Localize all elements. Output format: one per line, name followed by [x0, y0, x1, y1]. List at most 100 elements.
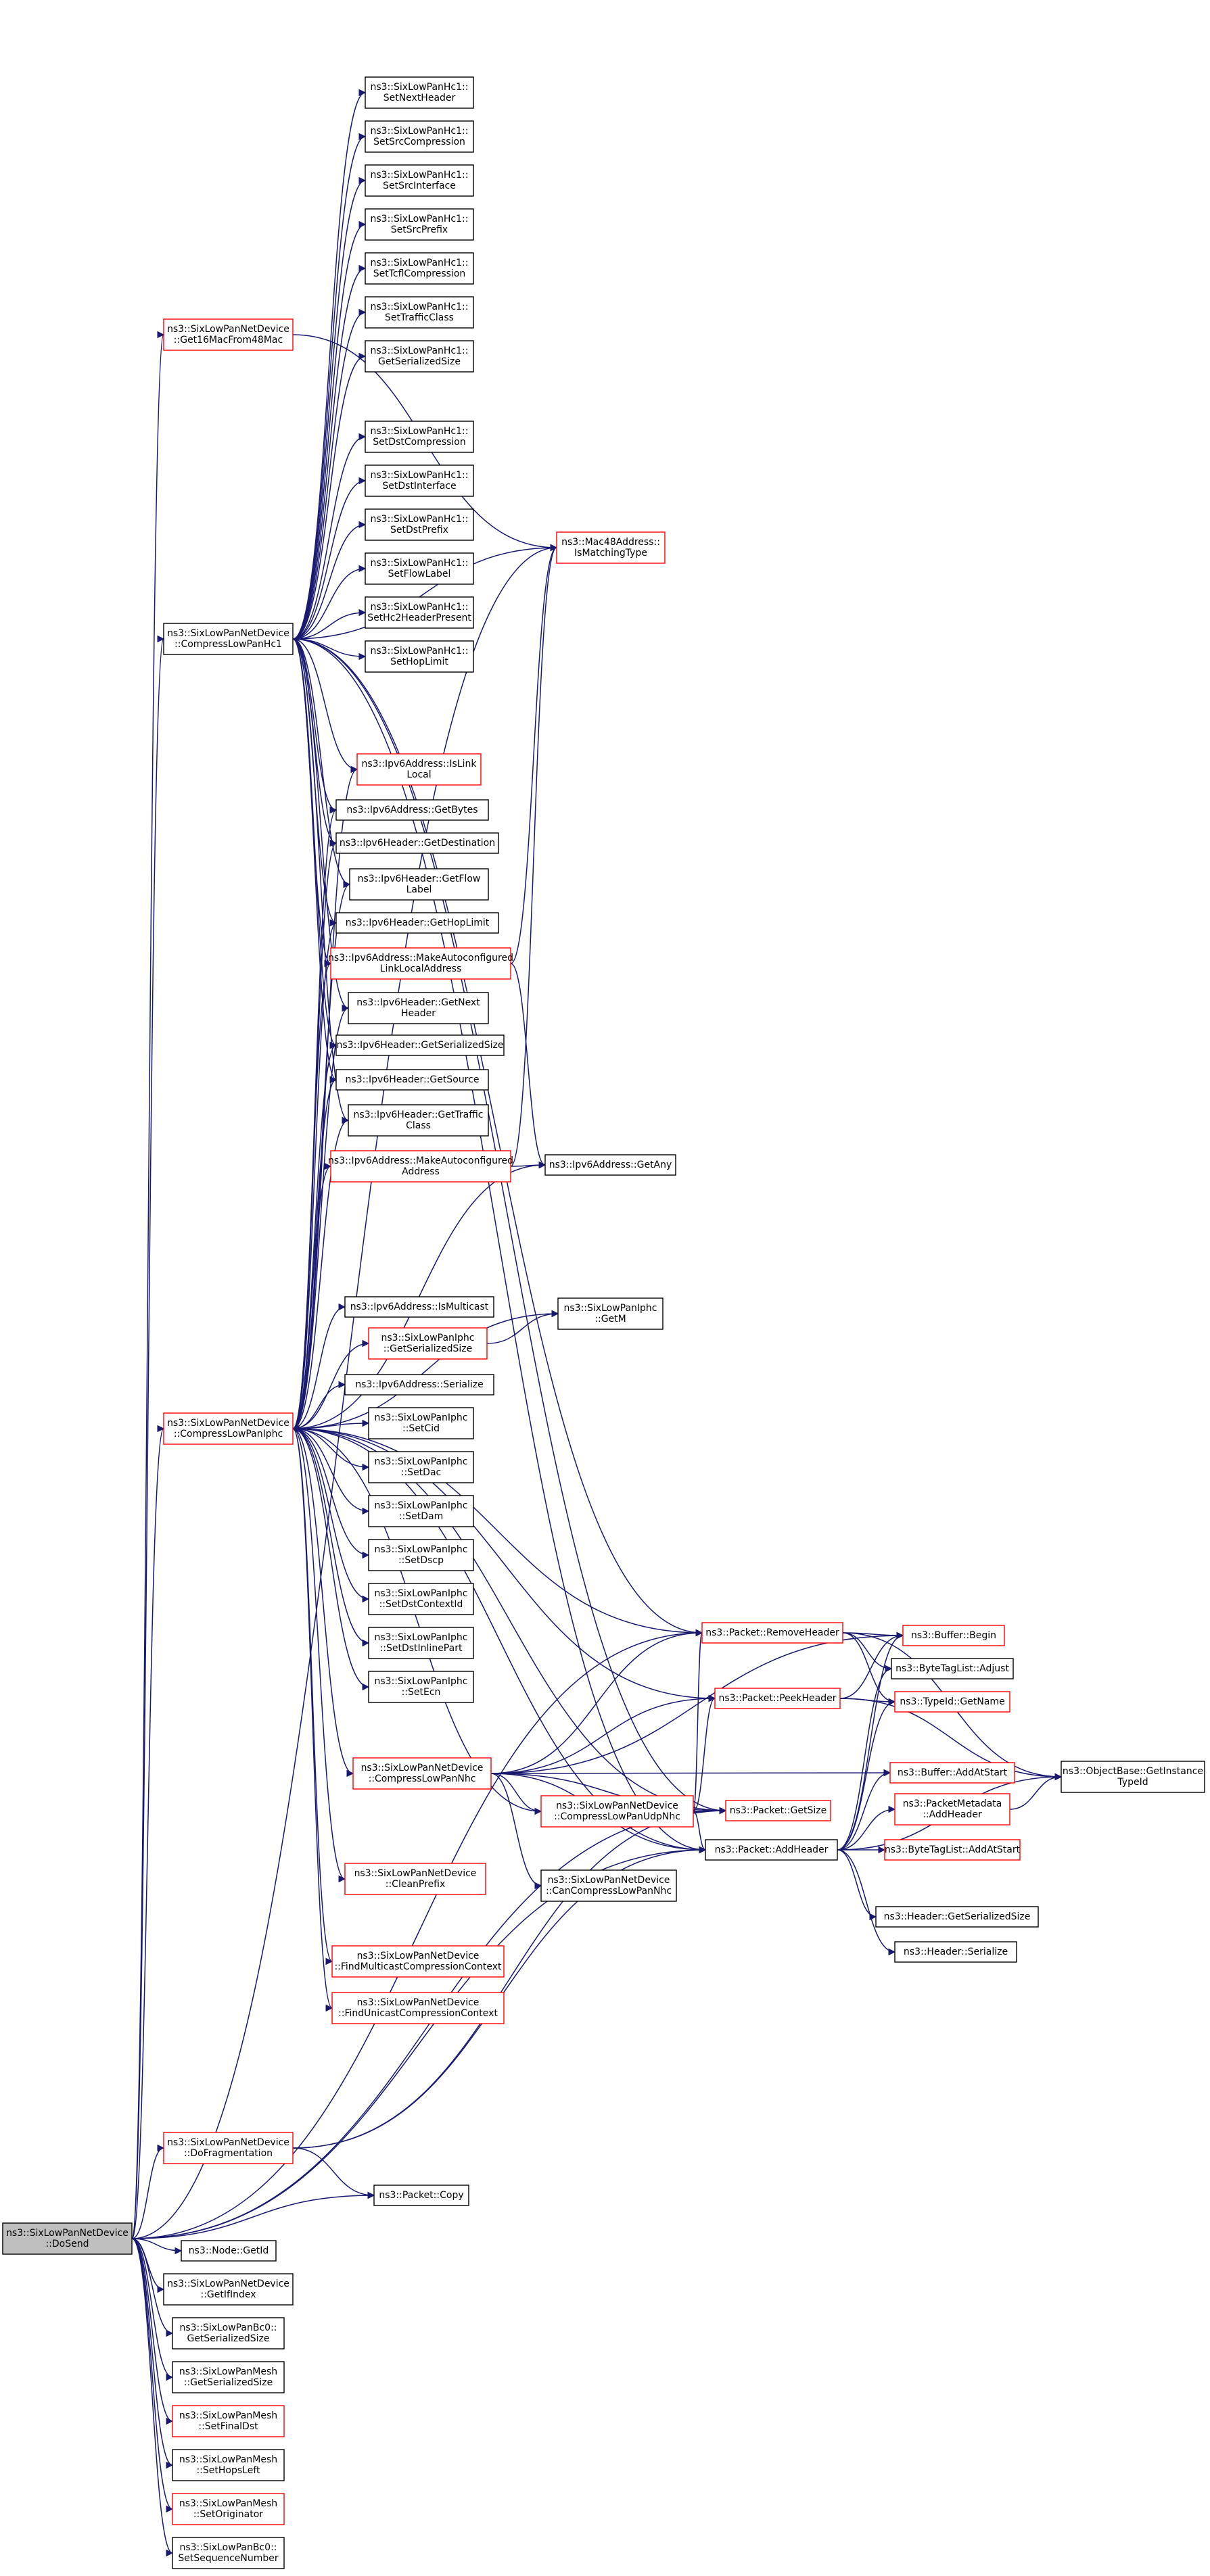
node-label: ns3::Ipv6Header::GetTraffic	[354, 1110, 484, 1120]
node-hc1-settcfl[interactable]: ns3::SixLowPanHc1::SetTcflCompression	[365, 252, 474, 285]
node-hc1-setsrcif[interactable]: ns3::SixLowPanHc1::SetSrcInterface	[365, 164, 474, 197]
node-ip6-serialize[interactable]: ns3::Ipv6Address::Serialize	[344, 1374, 494, 1396]
node-iphc-setdam[interactable]: ns3::SixLowPanIphc::SetDam	[368, 1495, 474, 1527]
node-mesh-getser[interactable]: ns3::SixLowPanMesh::GetSerializedSize	[172, 2361, 285, 2393]
node-pkt-remove[interactable]: ns3::Packet::RemoveHeader	[701, 1622, 843, 1644]
node-hdr-getser[interactable]: ns3::Header::GetSerializedSize	[875, 1906, 1039, 1928]
node-box	[368, 1327, 488, 1360]
node-iphc-setdscp[interactable]: ns3::SixLowPanIphc::SetDscp	[368, 1539, 474, 1571]
node-label: SetSrcCompression	[373, 137, 465, 147]
call-edge-compiphc-iphc_setdscp	[292, 1428, 369, 1556]
node-box	[540, 1869, 677, 1902]
node-iphc-getser[interactable]: ns3::SixLowPanIphc::GetSerializedSize	[368, 1327, 488, 1360]
node-ip6h-getser[interactable]: ns3::Ipv6Header::GetSerializedSize	[335, 1034, 505, 1056]
node-compnhc[interactable]: ns3::SixLowPanNetDevice::CompressLowPanN…	[352, 1757, 492, 1790]
node-box	[172, 2361, 285, 2393]
node-ip6-mkll[interactable]: ns3::Ipv6Address::MakeAutoconfiguredLink…	[328, 947, 513, 980]
node-pkt-copy[interactable]: ns3::Packet::Copy	[373, 2185, 469, 2206]
call-edge-comphc1-hc1_getser	[292, 356, 366, 640]
node-ip6h-gethop[interactable]: ns3::Ipv6Header::GetHopLimit	[335, 912, 499, 934]
node-iphc-setecn[interactable]: ns3::SixLowPanIphc::SetEcn	[368, 1671, 474, 1703]
node-box	[331, 1992, 505, 2024]
node-mesh-setorig[interactable]: ns3::SixLowPanMesh::SetOriginator	[172, 2493, 285, 2525]
node-hc1-setnext[interactable]: ns3::SixLowPanHc1::SetNextHeader	[365, 76, 474, 109]
call-edge-dofrag-pkt_getsize	[292, 1810, 726, 2149]
node-cancomp[interactable]: ns3::SixLowPanNetDevice::CanCompressLowP…	[540, 1869, 677, 1902]
node-btl-adjust[interactable]: ns3::ByteTagList::Adjust	[891, 1658, 1014, 1679]
node-box	[163, 623, 294, 655]
call-edge-comphc1-hc1_setsrccomp	[292, 136, 366, 640]
node-hc1-sethop[interactable]: ns3::SixLowPanHc1::SetHopLimit	[365, 640, 474, 673]
node-iphc-setcid[interactable]: ns3::SixLowPanIphc::SetCid	[368, 1407, 474, 1439]
node-mac48[interactable]: ns3::Mac48Address::IsMatchingType	[556, 531, 666, 564]
node-bc0-setseq[interactable]: ns3::SixLowPanBc0::SetSequenceNumber	[172, 2537, 285, 2569]
node-bc0-getser[interactable]: ns3::SixLowPanBc0::GetSerializedSize	[172, 2317, 285, 2350]
call-edge-dosend-pkt_remove	[131, 1632, 703, 2239]
node-typeid-name[interactable]: ns3::TypeId::GetName	[894, 1691, 1010, 1713]
node-comphc1[interactable]: ns3::SixLowPanNetDevice::CompressLowPanH…	[163, 623, 294, 655]
node-hc1-setdstif[interactable]: ns3::SixLowPanHc1::SetDstInterface	[365, 464, 474, 497]
arrowhead-icon	[324, 1162, 332, 1170]
node-ip6h-getsrc[interactable]: ns3::Ipv6Header::GetSource	[335, 1069, 489, 1091]
node-label: GetSerializedSize	[378, 356, 461, 367]
node-label: ns3::SixLowPanIphc	[375, 1412, 468, 1423]
node-compudp[interactable]: ns3::SixLowPanNetDevice::CompressLowPanU…	[540, 1795, 694, 1828]
node-pm-addhdr[interactable]: ns3::PacketMetadata::AddHeader	[894, 1793, 1010, 1826]
node-node-getid[interactable]: ns3::Node::GetId	[181, 2240, 277, 2262]
call-edge-dosend-pkt_getsize	[131, 1810, 726, 2239]
node-box	[368, 1583, 474, 1615]
node-pkt-peek[interactable]: ns3::Packet::PeekHeader	[714, 1688, 841, 1709]
node-buf-begin[interactable]: ns3::Buffer::Begin	[902, 1625, 1005, 1646]
call-edge-pkt_peek-objbase	[839, 1698, 1062, 1778]
arrowhead-icon	[166, 2505, 174, 2513]
node-ip6-mkaddr[interactable]: ns3::Ipv6Address::MakeAutoconfiguredAddr…	[328, 1150, 513, 1183]
node-hc1-setsrcpre[interactable]: ns3::SixLowPanHc1::SetSrcPrefix	[365, 208, 474, 241]
node-ip6-ismc[interactable]: ns3::Ipv6Address::IsMulticast	[344, 1296, 494, 1318]
call-edge-compudp-pkt_peek	[693, 1698, 716, 1812]
node-iphc-setdinl[interactable]: ns3::SixLowPanIphc::SetDstInlinePart	[368, 1627, 474, 1659]
node-findmc[interactable]: ns3::SixLowPanNetDevice::FindMulticastCo…	[331, 1945, 505, 1978]
node-finduc[interactable]: ns3::SixLowPanNetDevice::FindUnicastComp…	[331, 1992, 505, 2024]
node-hc1-setdstcomp[interactable]: ns3::SixLowPanHc1::SetDstCompression	[365, 421, 474, 453]
arrowhead-icon	[325, 1957, 333, 1965]
node-label: ns3::Packet::Copy	[379, 2190, 463, 2201]
node-buf-addstart[interactable]: ns3::Buffer::AddAtStart	[889, 1762, 1015, 1784]
node-box	[368, 1671, 474, 1703]
call-edge-compiphc-ip6_mkaddr	[292, 1166, 331, 1429]
node-mesh-setfinal[interactable]: ns3::SixLowPanMesh::SetFinalDst	[172, 2405, 285, 2437]
node-hc1-setsrccomp[interactable]: ns3::SixLowPanHc1::SetSrcCompression	[365, 120, 474, 153]
node-compiphc[interactable]: ns3::SixLowPanNetDevice::CompressLowPanI…	[163, 1412, 294, 1445]
node-pkt-add[interactable]: ns3::Packet::AddHeader	[705, 1839, 838, 1861]
node-hc1-sethc2[interactable]: ns3::SixLowPanHc1::SetHc2HeaderPresent	[365, 596, 474, 629]
node-label: ns3::SixLowPanNetDevice	[167, 628, 289, 639]
node-dofrag[interactable]: ns3::SixLowPanNetDevice::DoFragmentation	[163, 2132, 294, 2164]
node-hc1-getser[interactable]: ns3::SixLowPanHc1::GetSerializedSize	[365, 340, 474, 373]
node-ip6-getbytes[interactable]: ns3::Ipv6Address::GetBytes	[335, 799, 489, 821]
node-dosend[interactable]: ns3::SixLowPanNetDevice::DoSend	[2, 2222, 133, 2255]
node-cleanpre[interactable]: ns3::SixLowPanNetDevice::CleanPrefix	[344, 1863, 486, 1895]
arrowhead-icon	[342, 1116, 350, 1124]
node-btl-addstart[interactable]: ns3::ByteTagList::AddAtStart	[884, 1839, 1021, 1861]
arrowhead-icon	[550, 544, 558, 552]
node-mesh-sethops[interactable]: ns3::SixLowPanMesh::SetHopsLeft	[172, 2449, 285, 2481]
node-hc1-settc[interactable]: ns3::SixLowPanHc1::SetTrafficClass	[365, 296, 474, 329]
node-iphc-getm[interactable]: ns3::SixLowPanIphc::GetM	[557, 1297, 664, 1330]
arrowhead-icon	[695, 1629, 703, 1637]
node-pkt-getsize[interactable]: ns3::Packet::GetSize	[725, 1800, 831, 1821]
call-edge-dosend-getmac16	[131, 334, 164, 2239]
node-iphc-setdac[interactable]: ns3::SixLowPanIphc::SetDac	[368, 1451, 474, 1483]
node-box	[365, 464, 474, 497]
node-ip6-getany[interactable]: ns3::Ipv6Address::GetAny	[544, 1154, 676, 1176]
node-ip6h-getdst[interactable]: ns3::Ipv6Header::GetDestination	[335, 832, 499, 854]
node-hdr-ser[interactable]: ns3::Header::Serialize	[894, 1941, 1017, 1963]
node-getifindex[interactable]: ns3::SixLowPanNetDevice::GetIfIndex	[163, 2273, 294, 2306]
node-getmac16[interactable]: ns3::SixLowPanNetDevice::Get16MacFrom48M…	[163, 318, 294, 351]
node-hc1-setdstpre[interactable]: ns3::SixLowPanHc1::SetDstPrefix	[365, 508, 474, 541]
node-hc1-setflow[interactable]: ns3::SixLowPanHc1::SetFlowLabel	[365, 552, 474, 585]
node-iphc-setdctx[interactable]: ns3::SixLowPanIphc::SetDstContextId	[368, 1583, 474, 1615]
